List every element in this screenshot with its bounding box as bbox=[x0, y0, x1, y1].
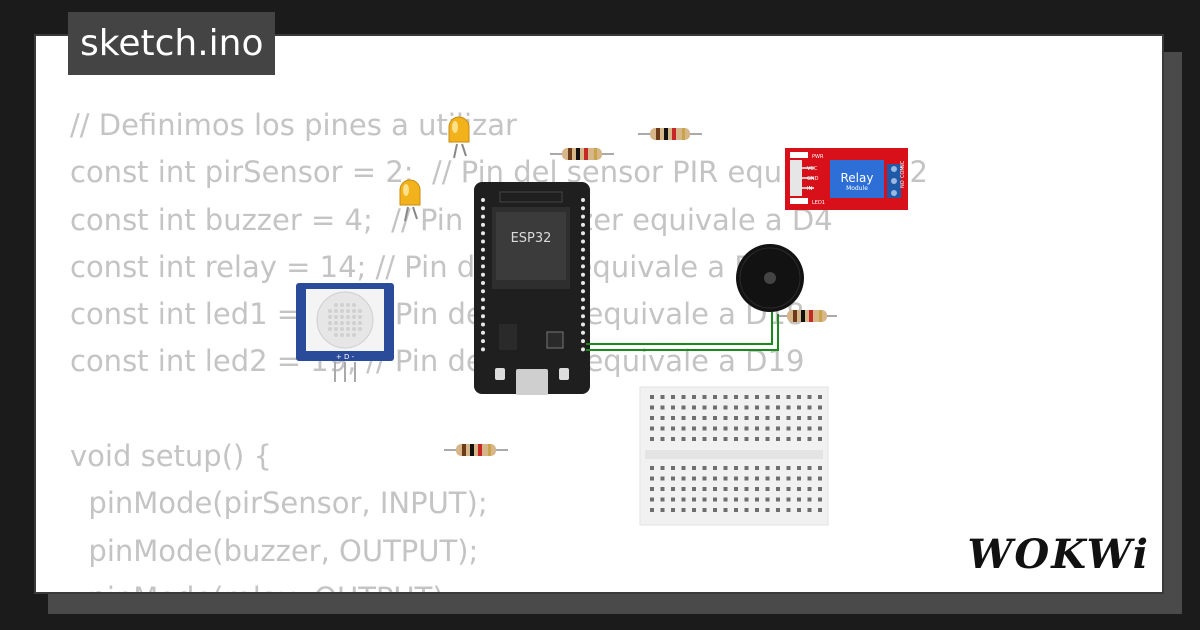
resistor-4[interactable] bbox=[777, 310, 837, 322]
relay-terminal-no: NO bbox=[900, 180, 906, 188]
wire-2 bbox=[586, 314, 779, 351]
relay-led-pwr: PWR bbox=[812, 154, 824, 160]
relay-label: Relay bbox=[841, 171, 874, 185]
relay-module[interactable]: Relay Module VCC GND IN PWR LED1 NO COM … bbox=[785, 148, 908, 210]
pir-pin-labels: + D - bbox=[336, 353, 355, 361]
pir-sensor[interactable]: + D - bbox=[296, 283, 394, 382]
relay-pin-vcc: VCC bbox=[807, 166, 818, 172]
led-2[interactable] bbox=[399, 179, 421, 222]
resistor-1[interactable] bbox=[550, 148, 614, 160]
wire-1 bbox=[586, 312, 773, 345]
esp32-board[interactable]: ESP32 bbox=[474, 182, 590, 395]
code-line: // Definimos los pines a utilizar bbox=[70, 108, 517, 142]
relay-terminal-com: COM bbox=[900, 166, 906, 178]
resistor-3[interactable] bbox=[444, 444, 508, 456]
code-line: pinMode(relay, OUTPUT); bbox=[70, 575, 928, 592]
circuit-diagram[interactable]: + D - ESP32 bbox=[36, 36, 1164, 594]
file-tab-title[interactable]: sketch.ino bbox=[68, 12, 276, 75]
code-line: pinMode(buzzer, OUTPUT); bbox=[70, 533, 479, 568]
resistor-2[interactable] bbox=[638, 128, 702, 140]
usb-port bbox=[516, 369, 548, 395]
code-line: void setup() { bbox=[70, 439, 272, 474]
relay-sublabel: Module bbox=[846, 185, 868, 192]
relay-led-led1: LED1 bbox=[812, 200, 825, 206]
breadboard[interactable] bbox=[639, 386, 829, 526]
relay-pin-gnd: GND bbox=[807, 176, 819, 182]
relay-pin-in: IN bbox=[807, 186, 812, 192]
relay-terminal-nc: NC bbox=[900, 160, 906, 168]
buzzer[interactable] bbox=[736, 244, 804, 312]
esp32-label: ESP32 bbox=[511, 231, 552, 246]
code-line: pinMode(pirSensor, INPUT); bbox=[70, 486, 488, 521]
wokwi-logo: WOKWi bbox=[967, 531, 1150, 578]
led-1[interactable] bbox=[448, 116, 470, 159]
